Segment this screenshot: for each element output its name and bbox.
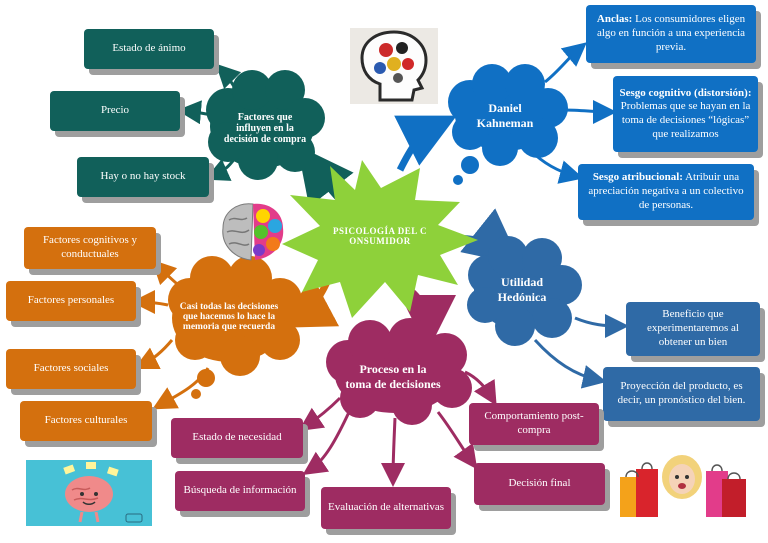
factores-item-precio: Precio <box>50 91 180 131</box>
center-starburst <box>282 160 478 318</box>
proceso-item-necesidad: Estado de necesidad <box>171 418 303 458</box>
kahneman-term-sesgo-atribucional: Sesgo atribucional: <box>592 171 683 184</box>
memoria-item-culturales: Factores culturales <box>20 401 152 441</box>
memoria-cloud <box>168 256 302 399</box>
proceso-item-post-compra: Comportamiento post-compra <box>469 403 599 445</box>
memoria-item-personales: Factores personales <box>6 281 136 321</box>
proceso-item-decision-final: Decisión final <box>474 463 605 505</box>
brain-character-icon <box>26 460 152 526</box>
kahneman-item-sesgo-cognitivo: Sesgo cognitivo (distorsión): Problemas … <box>613 76 758 152</box>
colorful-brain-icon <box>215 198 291 266</box>
proceso-cloud <box>326 318 472 425</box>
brain-logos-icon <box>350 28 438 104</box>
kahneman-text-sesgo-atribucional: Atribuir una apreciación negativa a un c… <box>588 171 744 211</box>
factores-item-stock: Hay o no hay stock <box>77 157 209 197</box>
center-label: PSICOLOGÍA DEL CONSUMIDOR <box>332 226 428 246</box>
factores-title: Factores que influyen en la decisión de … <box>223 111 307 145</box>
memoria-title: Casi todas las decisiones que hacemos lo… <box>179 302 279 332</box>
utilidad-title: Utilidad Hedónica <box>497 275 547 304</box>
kahneman-title: Daniel Kahneman <box>476 101 534 130</box>
shopping-woman-icon <box>618 447 748 517</box>
utilidad-item-proyeccion: Proyección del producto, es decir, un pr… <box>603 367 760 421</box>
kahneman-term-sesgo-cognitivo: Sesgo cognitivo (distorsión): <box>619 86 752 99</box>
proceso-item-evaluacion: Evaluación de alternativas <box>321 487 451 529</box>
factores-cloud <box>206 70 325 180</box>
proceso-item-busqueda: Búsqueda de información <box>175 471 305 511</box>
memoria-item-sociales: Factores sociales <box>6 349 136 389</box>
utilidad-cloud <box>467 236 582 346</box>
kahneman-term-anclas: Anclas: <box>596 13 633 26</box>
proceso-title: Proceso en la toma de decisiones <box>345 362 441 391</box>
utilidad-item-beneficio: Beneficio que experimentaremos al obtene… <box>626 302 760 356</box>
kahneman-cloud <box>448 64 568 185</box>
arrow-center-kahneman <box>394 115 457 172</box>
kahneman-item-sesgo-atribucional: Sesgo atribucional: Atribuir una aprecia… <box>578 164 754 220</box>
kahneman-text-anclas: Los consumidores eligen algo en función … <box>596 13 746 53</box>
memoria-item-cognitivos: Factores cognitivos y conductuales <box>24 227 156 269</box>
kahneman-item-anclas: Anclas: Los consumidores eligen algo en … <box>586 5 756 63</box>
kahneman-text-sesgo-cognitivo: Problemas que se hayan en la toma de dec… <box>620 100 751 140</box>
factores-item-estado-animo: Estado de ánimo <box>84 29 214 69</box>
